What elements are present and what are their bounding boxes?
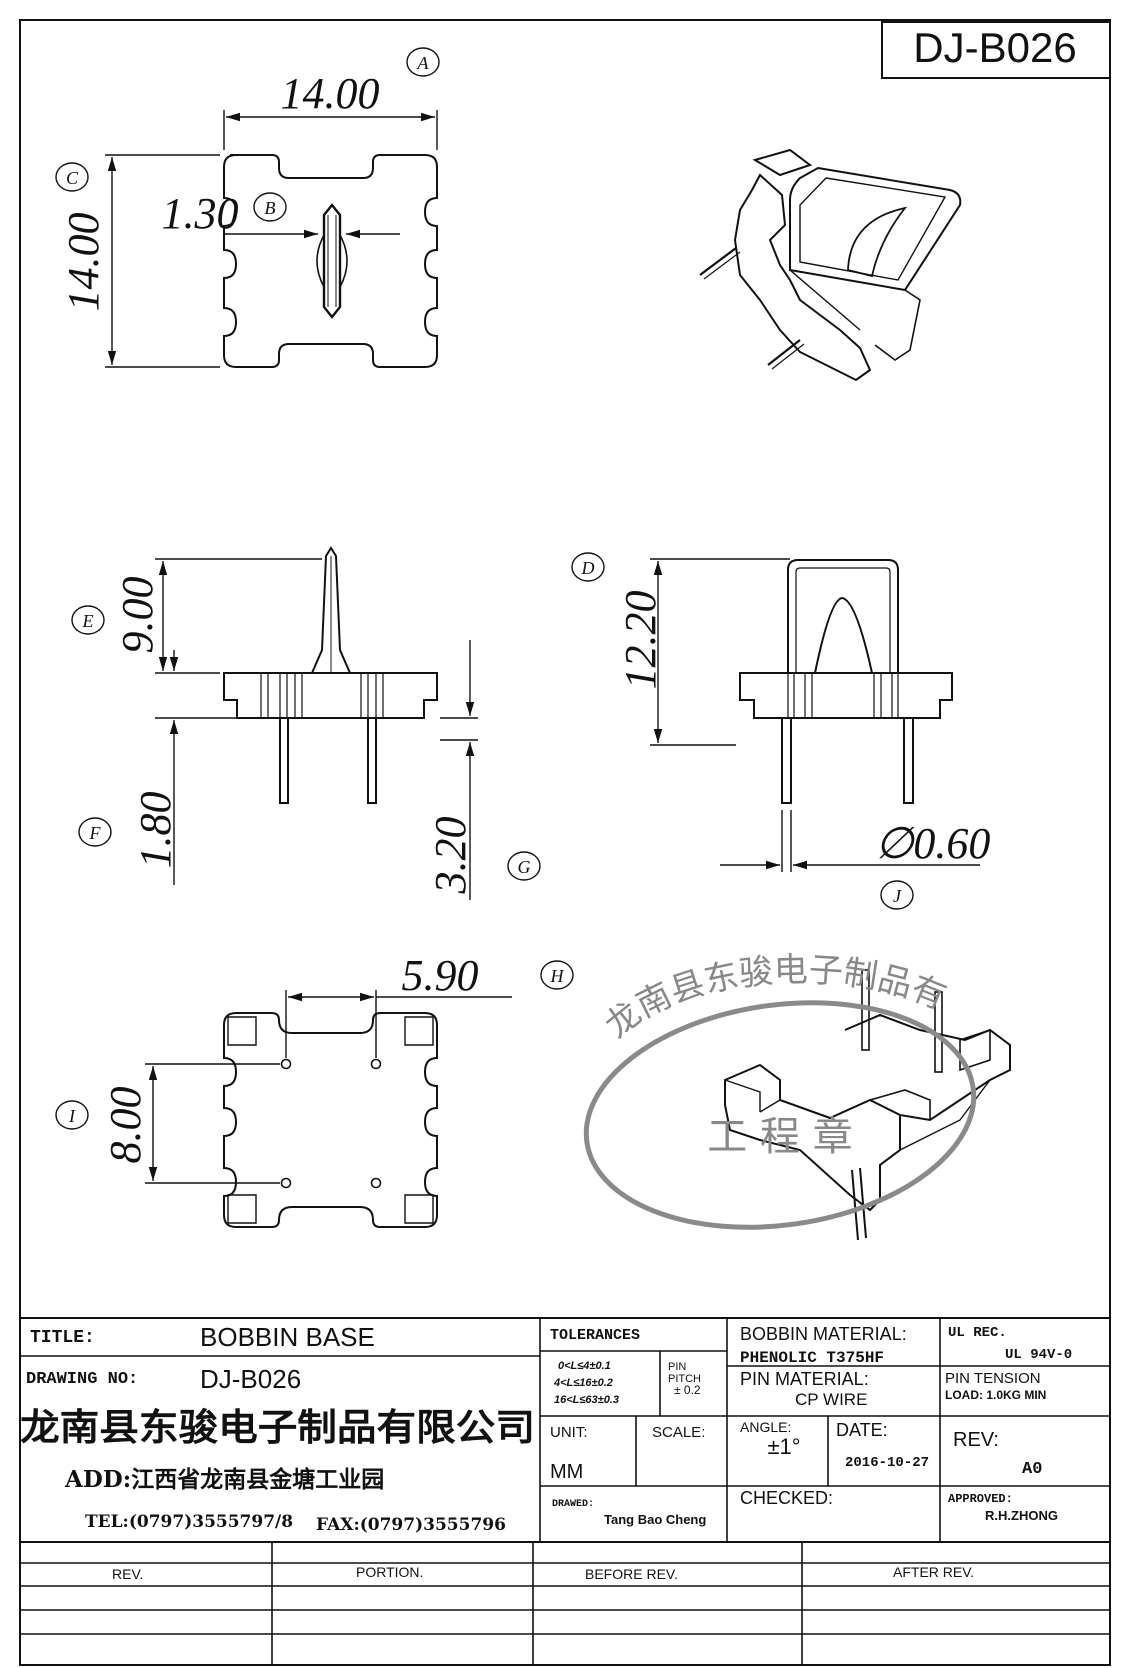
pin-pitch-value: ± 0.2 <box>674 1383 701 1397</box>
callout-c: C <box>55 162 89 192</box>
dim-top-width: 14.00 <box>281 69 380 118</box>
top-view-dimensions <box>105 110 438 368</box>
callout-j: J <box>880 880 914 910</box>
drawing-code: DJ-B026 <box>913 24 1076 71</box>
rev-table-header-portion: PORTION. <box>356 1564 423 1580</box>
ul-rec-label: UL REC. <box>948 1325 1007 1341</box>
rev-table-header-rev: REV. <box>112 1566 143 1582</box>
date-value: 2016-10-27 <box>845 1455 929 1471</box>
callout-e: E <box>71 605 105 635</box>
callout-d: D <box>571 552 605 582</box>
dim-base-thickness: 1.80 <box>131 792 180 869</box>
bottom-view-dimensions <box>145 990 512 1184</box>
svg-text:龙南县东骏电子制品有限公司: 龙南县东骏电子制品有限公司 <box>0 0 952 1046</box>
checked-label: CHECKED: <box>740 1488 833 1508</box>
drawn-value: Tang Bao Cheng <box>604 1512 706 1527</box>
date-label: DATE: <box>836 1420 888 1440</box>
svg-text:H: H <box>550 966 565 986</box>
dim-total-height: 12.20 <box>616 591 665 690</box>
dim-pin-length: 3.20 <box>426 817 475 895</box>
tolerance-2: 4<L≤16±0.2 <box>553 1377 613 1389</box>
title-label: TITLE: <box>30 1328 95 1348</box>
right-side-view <box>739 559 953 804</box>
angle-value: ±1° <box>767 1434 800 1459</box>
title-value: BOBBIN BASE <box>200 1322 375 1352</box>
dim-pin-pitch-y: 8.00 <box>101 1087 150 1164</box>
title-block <box>20 1317 1110 1665</box>
drawing-code-header: DJ-B026 <box>881 21 1111 79</box>
callout-a: A <box>406 47 440 77</box>
company-fax: FAX:(0797)3555796 <box>316 1515 506 1535</box>
svg-text:B: B <box>265 198 276 218</box>
svg-text:E: E <box>82 611 94 631</box>
tolerances-label: TOLERANCES <box>550 1327 640 1344</box>
callout-f: F <box>78 817 112 847</box>
svg-text:F: F <box>89 823 102 843</box>
scale-label: SCALE: <box>652 1424 705 1441</box>
drawn-label: DRAWED: <box>552 1499 594 1510</box>
callout-h: H <box>540 960 574 990</box>
isometric-view <box>699 148 962 382</box>
front-side-view <box>223 546 438 804</box>
approved-label: APPROVED: <box>948 1492 1013 1506</box>
front-side-dimensions <box>155 558 478 900</box>
svg-text:A: A <box>417 53 430 73</box>
pin-tension-value: LOAD: 1.0KG MIN <box>945 1388 1046 1402</box>
drawing-no-label: DRAWING NO: <box>26 1370 138 1389</box>
pin-material-label: PIN MATERIAL: <box>740 1369 869 1389</box>
bottom-view <box>223 1012 438 1228</box>
tolerance-1: 0<L≤4±0.1 <box>558 1360 611 1372</box>
isometric-bottom-view <box>724 969 1011 1241</box>
pin-pitch-label-1: PIN <box>668 1361 686 1373</box>
top-view <box>223 154 438 368</box>
svg-text:I: I <box>68 1106 76 1126</box>
page-frame <box>19 19 1111 1666</box>
tolerance-3: 16<L≤63±0.3 <box>554 1394 619 1406</box>
pin-material-value: CP WIRE <box>795 1390 867 1409</box>
unit-value: MM <box>550 1461 583 1483</box>
ul-rec-value: UL 94V-0 <box>1005 1347 1072 1363</box>
right-side-dimensions <box>650 558 980 872</box>
bobbin-material-value: PHENOLIC T375HF <box>740 1349 884 1367</box>
dim-pin-height: 9.00 <box>113 577 162 654</box>
stamp-center-text: 工 程 章 <box>707 1114 852 1160</box>
company-address: ADD:江西省龙南县金塘工业园 <box>64 1466 384 1493</box>
callout-g: G <box>507 851 541 881</box>
svg-text:C: C <box>66 168 79 188</box>
approved-value: R.H.ZHONG <box>985 1508 1058 1523</box>
unit-label: UNIT: <box>550 1424 588 1441</box>
pin-pitch-label-2: PITCH <box>668 1373 701 1385</box>
rev-label: REV: <box>953 1429 999 1451</box>
pin-tension-label: PIN TENSION <box>945 1370 1041 1387</box>
callout-i: I <box>55 1100 89 1130</box>
drawing-no-value: DJ-B026 <box>200 1364 301 1394</box>
rev-table-header-after: AFTER REV. <box>893 1564 974 1580</box>
company-name: 龙南县东骏电子制品有限公司 <box>20 1405 535 1449</box>
dim-pin-pitch-x: 5.90 <box>402 951 479 1000</box>
rev-table-header-before: BEFORE REV. <box>585 1566 678 1582</box>
angle-label: ANGLE: <box>740 1419 791 1435</box>
bobbin-material-label: BOBBIN MATERIAL: <box>740 1324 907 1344</box>
rev-value: A0 <box>1022 1460 1042 1479</box>
callout-b: B <box>253 192 287 222</box>
dim-pin-diameter: ∅0.60 <box>875 819 990 868</box>
dim-top-slot: 1.30 <box>162 189 239 238</box>
svg-text:G: G <box>518 857 531 877</box>
company-tel: TEL:(0797)3555797/8 <box>85 1512 293 1532</box>
svg-text:D: D <box>581 558 595 578</box>
svg-text:J: J <box>893 886 902 906</box>
dim-top-height: 14.00 <box>59 213 108 312</box>
